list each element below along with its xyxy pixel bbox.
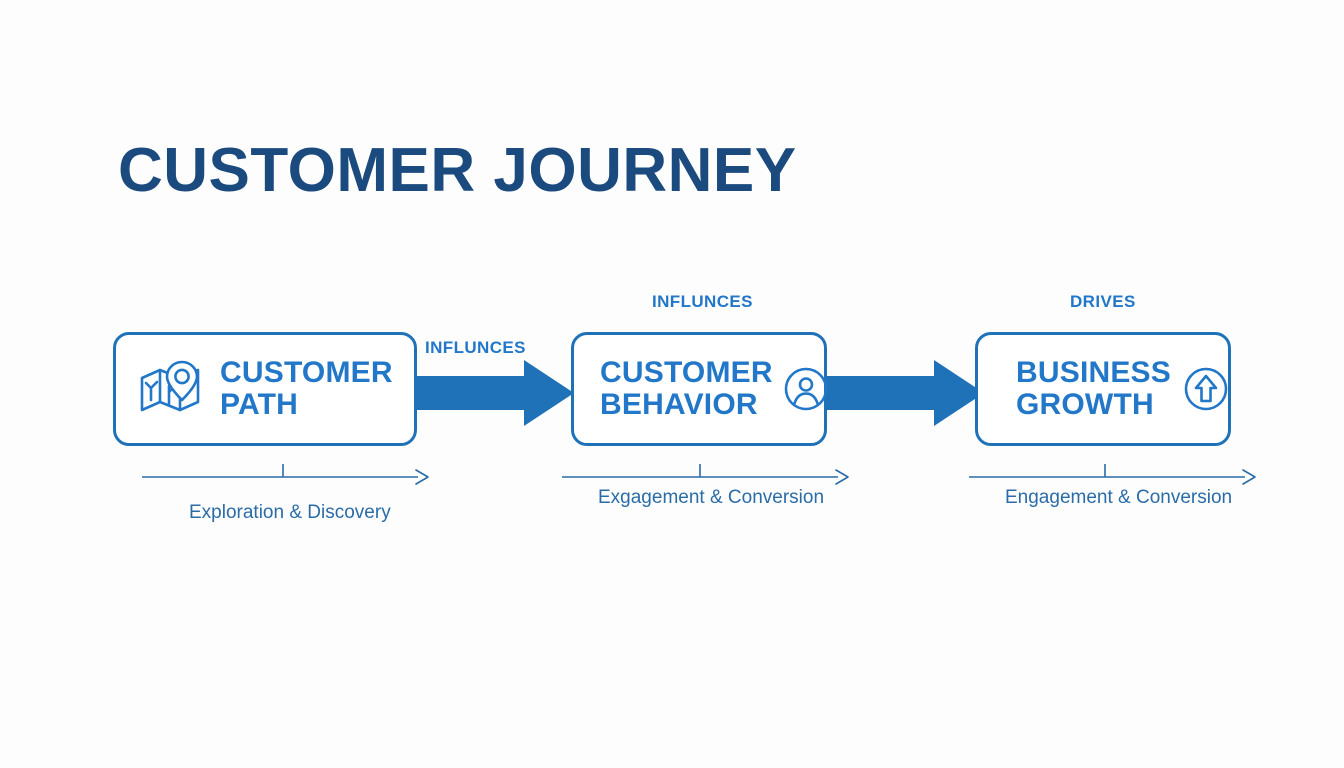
- map-pin-icon: [138, 358, 204, 420]
- stage-label-customer-behavior: CUSTOMER BEHAVIOR: [600, 356, 773, 421]
- stage-caption-customer-behavior: Exgagement & Conversion: [598, 487, 825, 508]
- connector-label-drives: DRIVES: [1070, 292, 1136, 311]
- timeline-axis-1: [142, 464, 429, 485]
- stage-label-customer-path: CUSTOMER PATH: [220, 356, 393, 421]
- stage-caption-customer-path: Exploration & Discovery: [189, 502, 391, 523]
- stage-box-customer-path[interactable]: CUSTOMER PATH: [113, 332, 417, 446]
- flow-arrow-2: [821, 360, 984, 426]
- stage-caption-business-growth: Engagement & Conversion: [1005, 487, 1233, 508]
- page-title: CUSTOMER JOURNEY: [118, 136, 797, 205]
- stage-label-business-growth: BUSINESS GROWTH: [1016, 356, 1171, 421]
- timeline-axis-3: [969, 464, 1256, 485]
- stage-box-business-growth[interactable]: BUSINESS GROWTH: [975, 332, 1231, 446]
- stage-box-customer-behavior[interactable]: CUSTOMER BEHAVIOR: [571, 332, 829, 446]
- timeline-axis-2: [562, 464, 849, 485]
- user-circle-icon: [783, 366, 829, 412]
- connector-label-influences-upper: INFLUNCES: [652, 292, 753, 311]
- growth-arrow-circle-icon: [1183, 366, 1229, 412]
- flow-arrow-1: [411, 360, 574, 426]
- connector-label-influences-lower: INFLUNCES: [425, 338, 526, 357]
